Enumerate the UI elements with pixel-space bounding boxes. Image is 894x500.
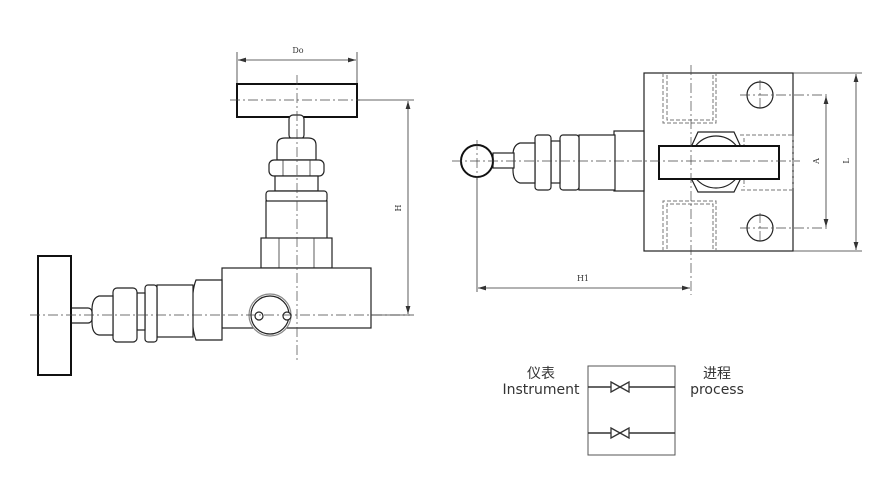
process-label-cn: 进程 [703,366,731,382]
handle-bar [658,145,780,180]
valve-symbol [610,380,630,394]
front-view: Do H [30,46,414,376]
dimension-l-label: L [842,158,851,164]
dimension-a-label: A [812,158,821,165]
dimension-h1-label: H1 [577,274,589,283]
schematic-diagram: 仪表 Instrument 进程 process [502,365,744,456]
valve-body [221,267,372,329]
instrument-label-en: Instrument [502,382,580,398]
dimension-h-label: H [394,204,403,211]
instrument-label-cn: 仪表 [527,366,555,382]
side-handwheel [37,255,72,376]
top-view: H1 A L [452,65,862,295]
dimension-do-label: Do [292,46,303,55]
valve-symbol [610,426,630,440]
process-label-en: process [690,382,744,398]
